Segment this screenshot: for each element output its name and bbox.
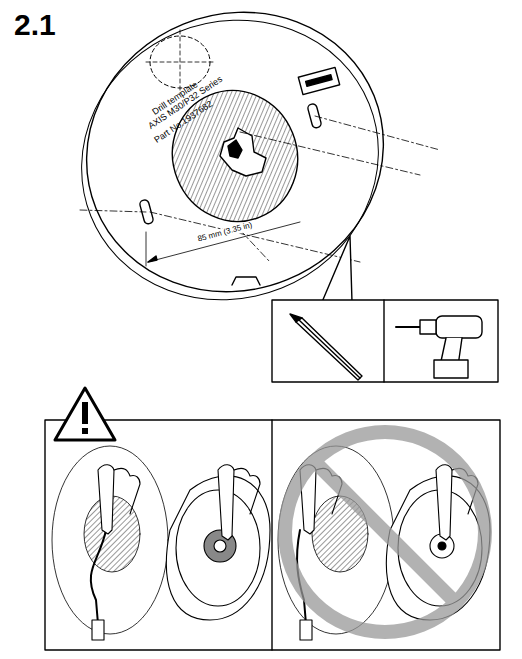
tools-box (272, 300, 498, 382)
warning-icon (55, 388, 115, 440)
warning-panel (45, 420, 500, 650)
step-number: 2.1 (14, 8, 56, 41)
pencil-icon (290, 314, 362, 380)
drill-icon (396, 316, 482, 378)
dimension: 85 mm (3.35 in) (196, 221, 254, 245)
correct-install (52, 446, 270, 640)
prohibited-sign (285, 432, 485, 632)
drill-template (39, 0, 440, 344)
